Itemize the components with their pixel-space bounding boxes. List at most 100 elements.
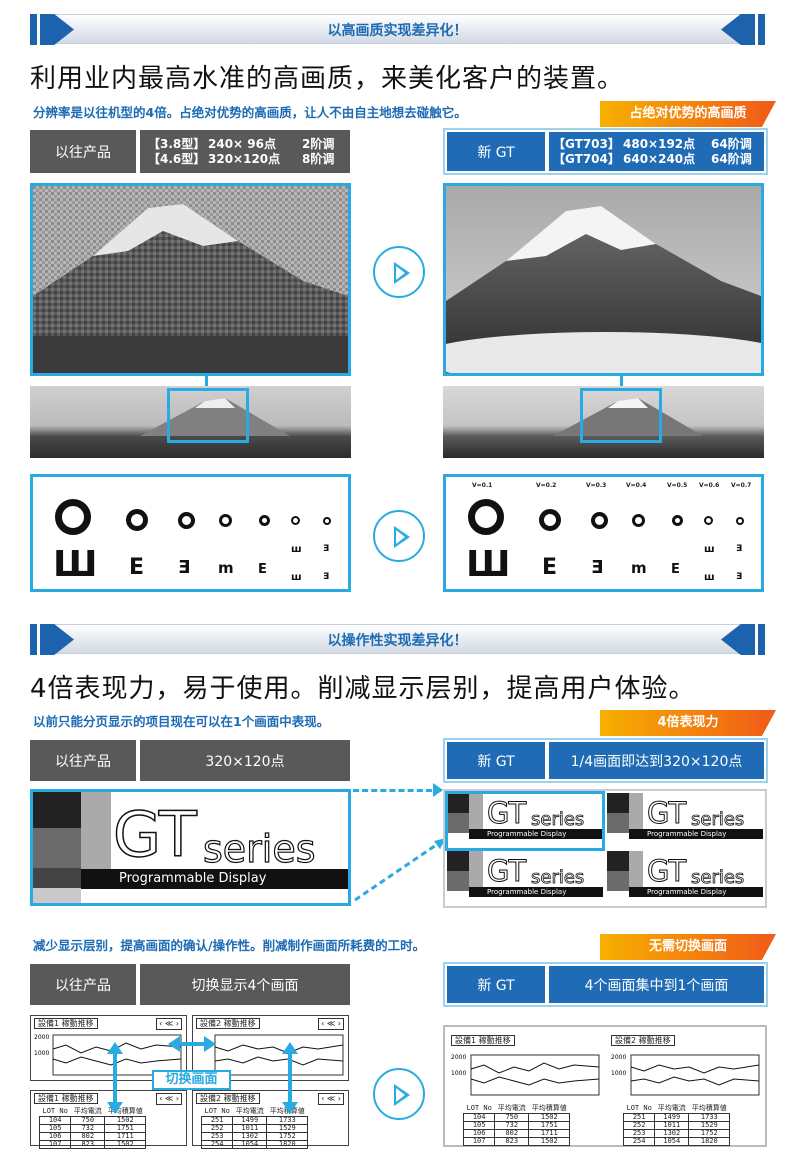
spec-tone: 64阶调 bbox=[711, 137, 752, 151]
old-zoom-box bbox=[167, 388, 249, 443]
e-chart-icon: Ǝ bbox=[591, 557, 604, 578]
y-tick: 1000 bbox=[451, 1070, 466, 1077]
col-header: LOT No bbox=[466, 1104, 492, 1112]
logo-caption: Programmable Display bbox=[469, 829, 603, 839]
logo-gt: GT bbox=[112, 798, 197, 871]
panel-title: 設備1 稼動推移 bbox=[34, 1093, 98, 1104]
switch-arrows-icon bbox=[107, 1036, 298, 1114]
logo-gt: GT bbox=[486, 854, 527, 888]
page-nav-icon[interactable]: ‹ ≪ › bbox=[156, 1093, 182, 1105]
logo-series: series bbox=[691, 867, 745, 888]
e-chart-icon: Ǝ bbox=[323, 572, 330, 582]
spec-tone: 64阶调 bbox=[711, 152, 752, 166]
old-mountain-image bbox=[30, 183, 351, 376]
e-chart-icon: E bbox=[129, 555, 145, 580]
quarter-highlight-box bbox=[445, 791, 605, 851]
e-chart-icon: ш bbox=[291, 572, 302, 583]
new-product-label: 新 GT bbox=[447, 966, 545, 1003]
e-chart-icon: Ǝ bbox=[178, 557, 191, 578]
col-header: 平均電流 bbox=[657, 1104, 686, 1112]
new-product-label: 新 GT bbox=[447, 742, 545, 779]
old-product-label: 以往产品 bbox=[30, 964, 136, 1005]
subtitle-operability: 以前只能分页显示的项目现在可以在1个画面中表现。 bbox=[33, 714, 330, 729]
e-chart-icon: E bbox=[258, 562, 267, 577]
spec-model: 【GT703】 bbox=[553, 137, 620, 151]
page-nav-icon[interactable]: ‹ ≪ › bbox=[318, 1093, 344, 1105]
page-nav-icon[interactable]: ‹ ≪ › bbox=[318, 1018, 344, 1030]
e-chart-icon: ш bbox=[704, 572, 715, 583]
old-product-label: 以往产品 bbox=[30, 130, 136, 173]
cell: 1502 bbox=[528, 1137, 571, 1146]
cell: 1054 bbox=[654, 1137, 690, 1146]
y-tick: 2000 bbox=[451, 1054, 466, 1061]
y-tick: 1000 bbox=[611, 1070, 626, 1077]
old-vision-chart: Ш E Ǝ m E ш Ǝ ш Ǝ bbox=[30, 474, 351, 592]
cell: 254 bbox=[622, 1137, 656, 1146]
logo-series: series bbox=[691, 809, 745, 830]
logo-caption: Programmable Display bbox=[629, 829, 763, 839]
logo-series: series bbox=[531, 809, 585, 830]
col-header: 平均電流 bbox=[73, 1107, 102, 1115]
spec-res: 240× 96点 bbox=[208, 137, 276, 151]
y-tick: 2000 bbox=[611, 1054, 626, 1061]
new-zoom-box bbox=[580, 388, 662, 443]
vision-label: V=0.2 bbox=[536, 482, 557, 489]
col-header: LOT No bbox=[42, 1107, 68, 1115]
switch-screen-label: 切换画面 bbox=[152, 1070, 231, 1090]
mini-gt-screen: GT series Programmable Display bbox=[447, 851, 603, 906]
mini-gt-screen: GT series Programmable Display bbox=[607, 851, 763, 906]
logo-series: series bbox=[202, 827, 316, 871]
landolt-ring-icon bbox=[178, 512, 195, 529]
cell: 107 bbox=[38, 1140, 72, 1149]
cell: 823 bbox=[494, 1137, 530, 1146]
vision-label: V=0.6 bbox=[699, 482, 720, 489]
logo-gt: GT bbox=[646, 854, 687, 888]
spec-model: 【3.8型】 bbox=[148, 137, 206, 151]
headline-operability: 4倍表现力，易于使用。削减显示层别，提高用户体验。 bbox=[30, 674, 696, 704]
dashed-connector bbox=[353, 789, 441, 792]
trend-graph bbox=[214, 1034, 344, 1076]
cell: 823 bbox=[70, 1140, 106, 1149]
landolt-ring-icon bbox=[591, 512, 608, 529]
new-gt-screen-quad: GT series Programmable Display GT series… bbox=[443, 789, 767, 908]
e-chart-icon: ш bbox=[704, 544, 715, 555]
landolt-ring-icon bbox=[704, 516, 713, 525]
trend-graph: 2000 1000 bbox=[611, 1054, 760, 1096]
e-chart-icon: E bbox=[671, 562, 680, 577]
landolt-ring-icon bbox=[259, 515, 270, 526]
section-band-quality: 以高画质实现差异化！ bbox=[30, 14, 765, 45]
panel-title: 設備2 稼動推移 bbox=[196, 1018, 260, 1029]
mini-gt-screen: GT series Programmable Display bbox=[447, 793, 603, 849]
logo-gt: GT bbox=[486, 796, 527, 830]
subtitle-layers: 减少显示层别，提高画面的确认/操作性。削减制作画面所耗费的工时。 bbox=[33, 938, 426, 953]
new-vision-chart: V=0.1 V=0.2 V=0.3 V=0.4 V=0.5 V=0.6 V=0.… bbox=[443, 474, 764, 592]
landolt-ring-icon bbox=[291, 516, 300, 525]
band-title: 以操作性实现差异化！ bbox=[327, 633, 468, 649]
mountain-hd-image bbox=[446, 186, 761, 373]
subtitle-quality: 分辨率是以往机型的4倍。占绝对优势的高画质，让人不由自主地想去碰触它。 bbox=[33, 105, 467, 120]
new-panorama-image bbox=[443, 386, 764, 458]
panorama-mountain-shape bbox=[553, 398, 703, 436]
band-right-arrow-icon bbox=[721, 14, 765, 45]
logo-gt: GT bbox=[646, 796, 687, 830]
col-header: 平均積算値 bbox=[691, 1104, 727, 1112]
vision-label: V=0.7 bbox=[731, 482, 752, 489]
landolt-ring-icon bbox=[55, 499, 91, 535]
cell: 107 bbox=[462, 1137, 496, 1146]
logo-caption: Programmable Display bbox=[469, 887, 603, 897]
next-arrow-icon bbox=[373, 246, 425, 298]
vision-label: V=0.1 bbox=[472, 482, 493, 489]
panel-title: 設備2 稼動推移 bbox=[196, 1093, 260, 1104]
page-nav-icon[interactable]: ‹ ≪ › bbox=[156, 1018, 182, 1030]
e-chart-icon: E bbox=[542, 555, 558, 580]
landolt-ring-icon bbox=[672, 515, 683, 526]
col-header: 平均電流 bbox=[235, 1107, 264, 1115]
cell: 1054 bbox=[232, 1140, 268, 1149]
connector-line bbox=[620, 376, 623, 386]
